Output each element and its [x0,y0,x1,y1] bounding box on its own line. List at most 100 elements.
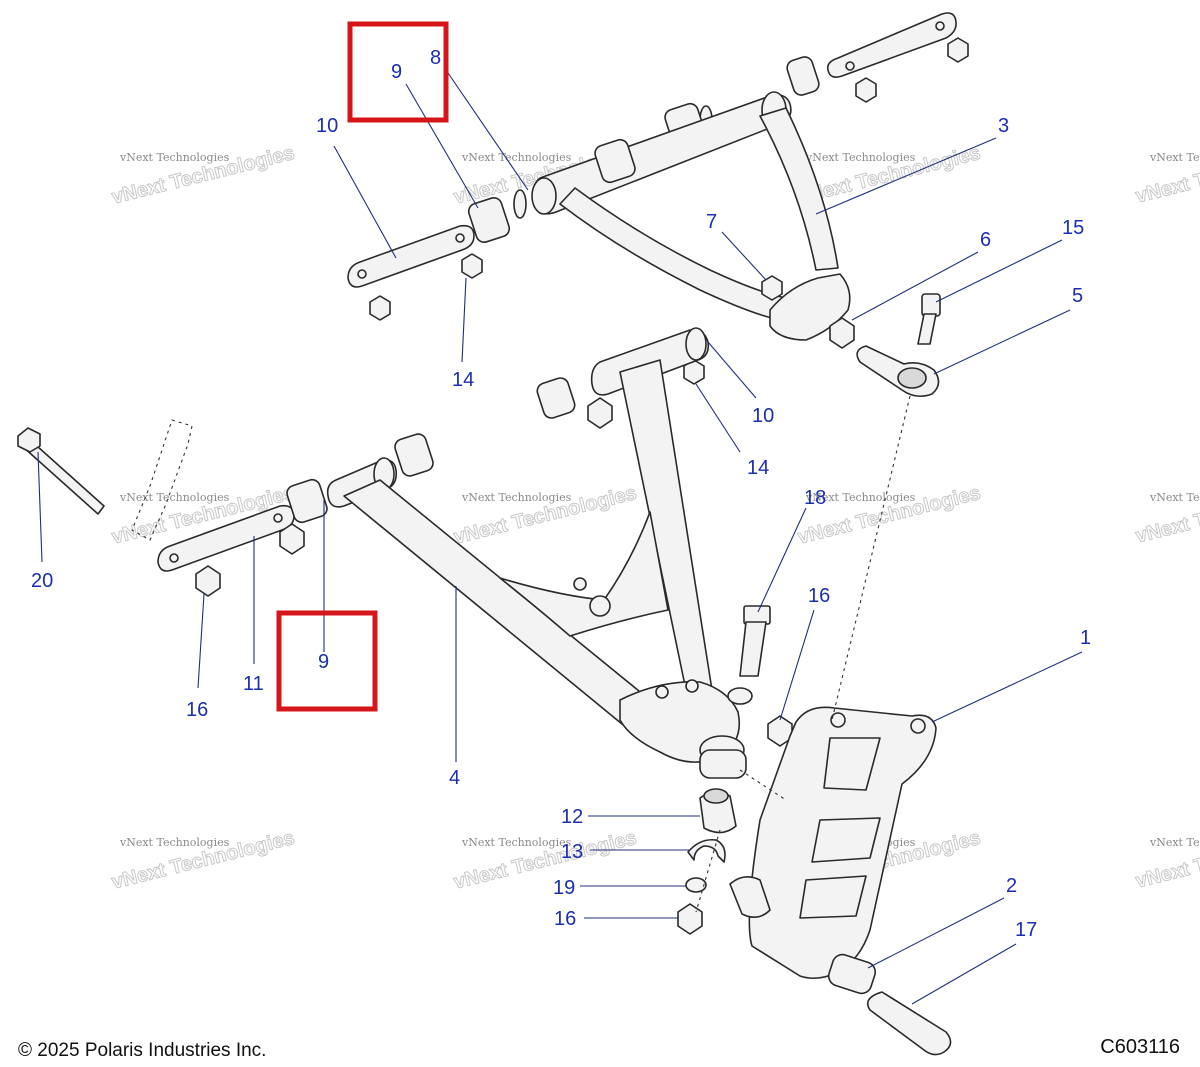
shock-mount-hole [685,679,699,693]
callout-18: 18 [804,487,826,509]
retaining-ring [687,838,726,863]
upper-link-plate-right [826,12,957,78]
leader-line [935,239,1063,303]
svg-text:vNext Technologies: vNext Technologies [1149,151,1200,164]
svg-text:vNext Technologies: vNext Technologies [461,491,572,504]
shock-mount-hole [655,685,669,699]
watermark: vNext Technologies vNext Technologies [451,826,639,894]
callout-14-right: 14 [747,457,769,479]
svg-text:vNext Technologies: vNext Technologies [805,151,916,164]
callouts: 1 2 3 4 5 6 7 8 9 9 10 10 11 12 13 14 14… [31,47,1091,941]
lower-arm-rear-leg [619,359,713,701]
bushing [394,433,434,477]
spacer-ring [513,189,527,219]
callout-10-top: 10 [316,115,338,137]
flange-nut [677,903,703,935]
flange-nut [461,253,483,279]
callout-1: 1 [1080,627,1091,649]
bushing [467,197,511,243]
callout-16-left: 16 [186,699,208,721]
upper-link-plate-left [347,224,475,288]
knuckle-hole [830,712,846,728]
callout-10-mid: 10 [752,405,774,427]
bolt-hole [455,233,465,243]
svg-text:vNext Technologies: vNext Technologies [805,491,916,504]
svg-text:vNext Technologies: vNext Technologies [461,836,572,849]
pivot-sleeve [866,991,952,1056]
tube-end [531,177,557,215]
gusset-hole [573,577,587,591]
upper-a-arm-assembly [347,12,969,398]
leader-line [405,83,479,209]
callout-3: 3 [998,115,1009,137]
svg-text:vNext Technologies: vNext Technologies [1149,836,1200,849]
leader-line [333,145,397,259]
callout-6: 6 [980,229,991,251]
tie-rod-ball [897,367,927,389]
bushing [786,56,820,96]
callout-13: 13 [561,841,583,863]
knuckle-window [823,737,881,791]
leader-lines [37,69,1083,1005]
callout-16-mid: 16 [808,585,830,607]
watermark: vNext Technologies vNext Technologies [1133,140,1200,208]
callout-16-bottom: 16 [554,908,576,930]
callout-4: 4 [449,767,460,789]
bolt-hole [273,513,283,523]
flange-nut [761,275,783,301]
leader-line [779,609,815,721]
leader-line [933,309,1071,375]
alignment-line [695,829,721,913]
ball-joint-housing [769,273,851,341]
watermark: vNext Technologies vNext Technologies [109,826,297,894]
bushing [286,478,328,524]
highlight-box-bottom [276,610,378,712]
lower-a-arm-assembly [17,327,747,779]
flange-nut [829,317,855,349]
leader-line [197,593,205,689]
watermark: vNext Technologies vNext Technologies [795,141,983,209]
leader-line [707,341,757,399]
flange-nut [587,397,613,429]
callout-19: 19 [553,877,575,899]
bolt-hole [169,553,179,563]
callout-14-left: 14 [452,369,474,391]
svg-text:vNext Technologies: vNext Technologies [119,836,230,849]
leader-line [461,277,467,363]
callout-2: 2 [1006,875,1017,897]
alignment-lines [695,395,911,913]
flange-nut [855,77,877,103]
leader-line [37,451,43,563]
callout-17: 17 [1015,919,1037,941]
leader-line [911,943,1017,1005]
screw-shank [917,313,937,345]
flange-nut [195,565,221,597]
watermark: vNext Technologies vNext Technologies [1133,480,1200,548]
leader-line [867,897,1005,969]
callout-7: 7 [706,211,717,233]
leader-line [757,507,807,613]
callout-12: 12 [561,806,583,828]
callout-9-top: 9 [391,61,402,83]
bushing [594,138,636,184]
knuckle-hole [910,718,926,734]
callout-20: 20 [31,570,53,592]
callout-15: 15 [1062,217,1084,239]
leader-line [695,383,741,453]
knuckle-bushing [827,953,877,995]
flange-nut [279,523,305,555]
bolt-hole [357,269,367,279]
callout-9-bottom: 9 [318,651,329,673]
upper-arm-front-leg [559,187,801,323]
ball-joint-top [703,788,729,804]
watermark: vNext Technologies vNext Technologies [451,481,639,549]
svg-text:vNext Technologies: vNext Technologies [119,491,230,504]
gusset-hole [589,595,611,617]
tie-rod-end [856,345,940,398]
spindle-boss [729,876,771,918]
knuckle-window [799,875,867,919]
lower-arm-gusset [499,511,669,637]
washer [685,877,707,893]
leader-line [931,651,1083,723]
svg-text:vNext Technologies: vNext Technologies [1149,491,1200,504]
